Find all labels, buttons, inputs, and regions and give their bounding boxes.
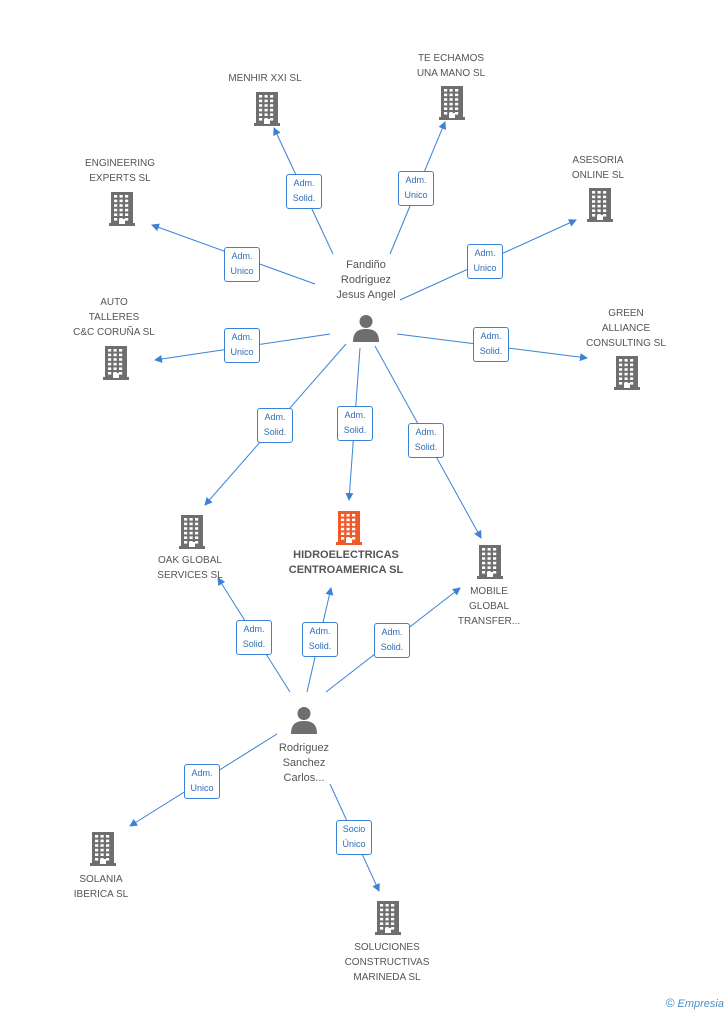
company-label-c_asesoria[interactable]: ASESORIA ONLINE SL — [571, 155, 625, 181]
role-badge-p1-c_engineering[interactable]: Adm. Unico — [224, 247, 260, 282]
role-badge-p2-c_main[interactable]: Adm. Solid. — [302, 622, 338, 657]
company-label-c_soluciones[interactable]: SOLUCIONES CONSTRUCTIVAS MARINEDA SL — [344, 942, 430, 983]
company-label-c_auto[interactable]: AUTO TALLERES C&C CORUÑA SL — [73, 297, 155, 338]
role-badge-p1-c_main[interactable]: Adm. Solid. — [337, 406, 373, 441]
role-badge-p2-c_oak[interactable]: Adm. Solid. — [236, 620, 272, 655]
role-badge-p1-c_asesoria[interactable]: Adm. Unico — [467, 244, 503, 279]
building-icon-c_oak[interactable] — [176, 513, 208, 554]
person-label-p1[interactable]: Fandiño Rodriguez Jesus Angel — [336, 259, 396, 301]
footer-brand: ©Empresia — [666, 996, 724, 1010]
role-badge-p2-c_mobile[interactable]: Adm. Solid. — [374, 623, 410, 658]
building-icon-c_soluciones[interactable] — [372, 899, 404, 940]
building-icon-c_menhir[interactable] — [251, 90, 283, 131]
person-label-p2[interactable]: Rodriguez Sanchez Carlos... — [278, 742, 330, 784]
company-label-c_green[interactable]: GREEN ALLIANCE CONSULTING SL — [586, 308, 666, 349]
role-badge-p1-c_teechamos[interactable]: Adm. Unico — [398, 171, 434, 206]
role-badge-p1-c_mobile[interactable]: Adm. Solid. — [408, 423, 444, 458]
role-badge-p2-c_solania[interactable]: Adm. Unico — [184, 764, 220, 799]
building-icon-c_main[interactable] — [333, 509, 365, 550]
building-icon-c_engineering[interactable] — [106, 190, 138, 231]
person-icon-p2[interactable] — [289, 705, 319, 740]
copyright-symbol: © — [665, 996, 675, 1010]
company-label-c_oak[interactable]: OAK GLOBAL SERVICES SL — [157, 555, 223, 581]
building-icon-c_mobile[interactable] — [474, 543, 506, 584]
building-icon-c_green[interactable] — [611, 354, 643, 395]
role-badge-p1-c_green[interactable]: Adm. Solid. — [473, 327, 509, 362]
company-label-c_menhir[interactable]: MENHIR XXI SL — [228, 73, 302, 84]
building-icon-c_asesoria[interactable] — [584, 186, 616, 227]
company-label-c_main[interactable]: HIDROELECTRICAS CENTROAMERICA SL — [288, 549, 404, 576]
role-badge-p1-c_menhir[interactable]: Adm. Solid. — [286, 174, 322, 209]
role-badge-p1-c_oak[interactable]: Adm. Solid. — [257, 408, 293, 443]
building-icon-c_auto[interactable] — [100, 344, 132, 385]
company-label-c_teechamos[interactable]: TE ECHAMOS UNA MANO SL — [416, 53, 486, 79]
brand-name: Empresia — [677, 998, 724, 1010]
role-badge-p1-c_auto[interactable]: Adm. Unico — [224, 328, 260, 363]
role-badge-p2-c_soluciones[interactable]: Socio Único — [336, 820, 372, 855]
building-icon-c_teechamos[interactable] — [436, 84, 468, 125]
company-label-c_mobile[interactable]: MOBILE GLOBAL TRANSFER... — [457, 586, 521, 627]
company-label-c_engineering[interactable]: ENGINEERING EXPERTS SL — [84, 158, 155, 184]
person-icon-p1[interactable] — [351, 313, 381, 348]
building-icon-c_solania[interactable] — [87, 830, 119, 871]
company-label-c_solania[interactable]: SOLANIA IBERICA SL — [73, 874, 129, 900]
